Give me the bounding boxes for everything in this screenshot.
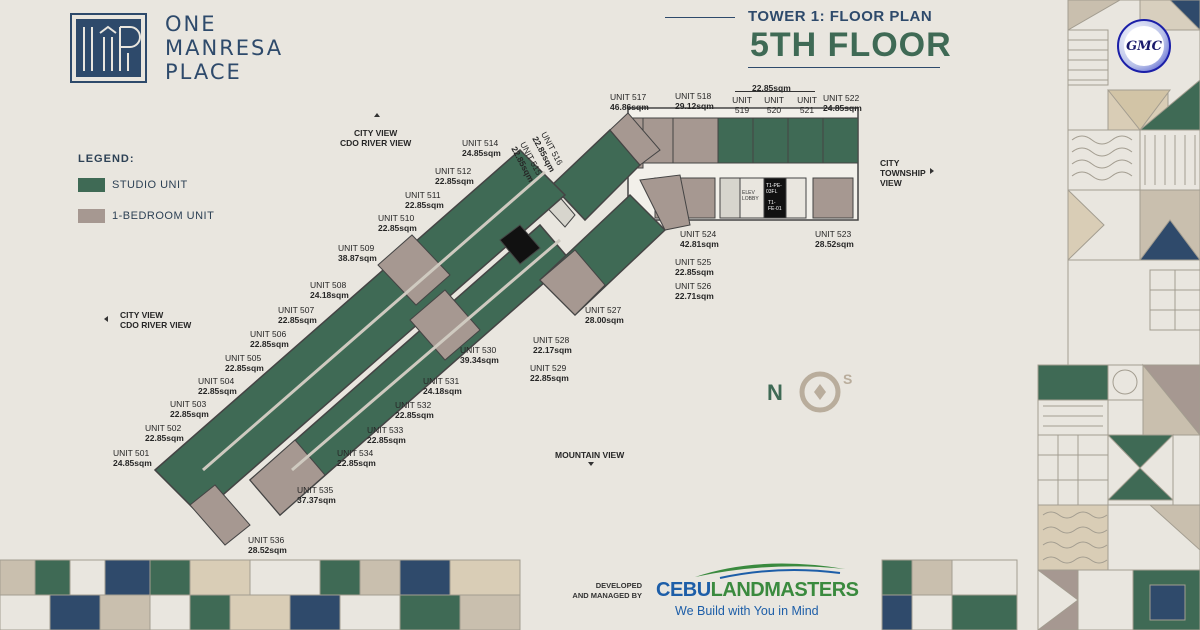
- view-mountain: MOUNTAIN VIEW: [555, 450, 625, 460]
- gmc-badge: GMC: [1117, 19, 1171, 73]
- developed-by: DEVELOPED AND MANAGED BY: [560, 581, 642, 601]
- pattern-bottom-left: [0, 559, 521, 630]
- unit-group-area-519-521: 22.85sqm: [752, 83, 791, 93]
- unit-group-bracket: [735, 91, 815, 92]
- header-rule-left: [665, 17, 735, 18]
- floor-plan: [104, 107, 934, 546]
- cebu-landmasters-logo: CEBULANDMASTERS: [656, 579, 859, 601]
- cebu-landmasters-swoosh-icon: [695, 563, 845, 579]
- legend-label-1bedroom: 1-BEDROOM UNIT: [112, 210, 215, 222]
- pattern-right-top: [1067, 0, 1200, 366]
- legend-swatch-studio: [78, 178, 105, 192]
- unit-label-519: UNIT 519: [732, 95, 752, 115]
- arrow-up-icon: [374, 113, 380, 117]
- developed-line-2: AND MANAGED BY: [572, 591, 642, 600]
- label-elev-lobby: ELEV LOBBY: [742, 190, 759, 202]
- pattern-right-bottom: [1037, 363, 1200, 630]
- brand-line-2: MANRESA: [165, 36, 284, 60]
- label-tfe-a: T1-PE- 03FL: [766, 183, 782, 195]
- compass-n: N: [767, 380, 783, 405]
- view-city-township: CITY TOWNSHIP VIEW: [880, 158, 926, 188]
- developed-line-1: DEVELOPED: [595, 581, 642, 590]
- arrow-down-icon: [588, 462, 594, 466]
- header-rule-bottom: [748, 67, 940, 68]
- gmc-badge-text: GMC: [1124, 26, 1164, 66]
- pattern-bottom-mid: [881, 559, 1018, 630]
- legend-swatch-1bedroom: [78, 209, 105, 223]
- view-city-cdo-left: CITY VIEW CDO RIVER VIEW: [120, 310, 192, 330]
- page-subtitle: TOWER 1: FLOOR PLAN: [748, 8, 933, 25]
- compass-s: S: [843, 371, 853, 387]
- legend-label-studio: STUDIO UNIT: [112, 179, 188, 191]
- one-manresa-logo-icon: [70, 13, 147, 83]
- brand-line-1: ONE: [165, 12, 217, 36]
- compass: [799, 371, 841, 413]
- brand-line-3: PLACE: [165, 60, 242, 84]
- developer-tagline: We Build with You in Mind: [675, 604, 819, 618]
- unit-label-521: UNIT 521: [797, 95, 817, 115]
- arrow-right-icon: [930, 168, 934, 174]
- page-title: 5TH FLOOR: [750, 26, 952, 64]
- view-city-cdo-top: CITY VIEW CDO RIVER VIEW: [340, 128, 412, 148]
- unit-label-520: UNIT 520: [764, 95, 784, 115]
- label-tfe-b: T1- FE-01: [768, 200, 782, 212]
- arrow-left-icon: [104, 316, 108, 322]
- legend-title: LEGEND:: [78, 153, 135, 165]
- wing-southeast: [538, 174, 691, 317]
- brand-name: ONE MANRESA PLACE: [165, 12, 283, 84]
